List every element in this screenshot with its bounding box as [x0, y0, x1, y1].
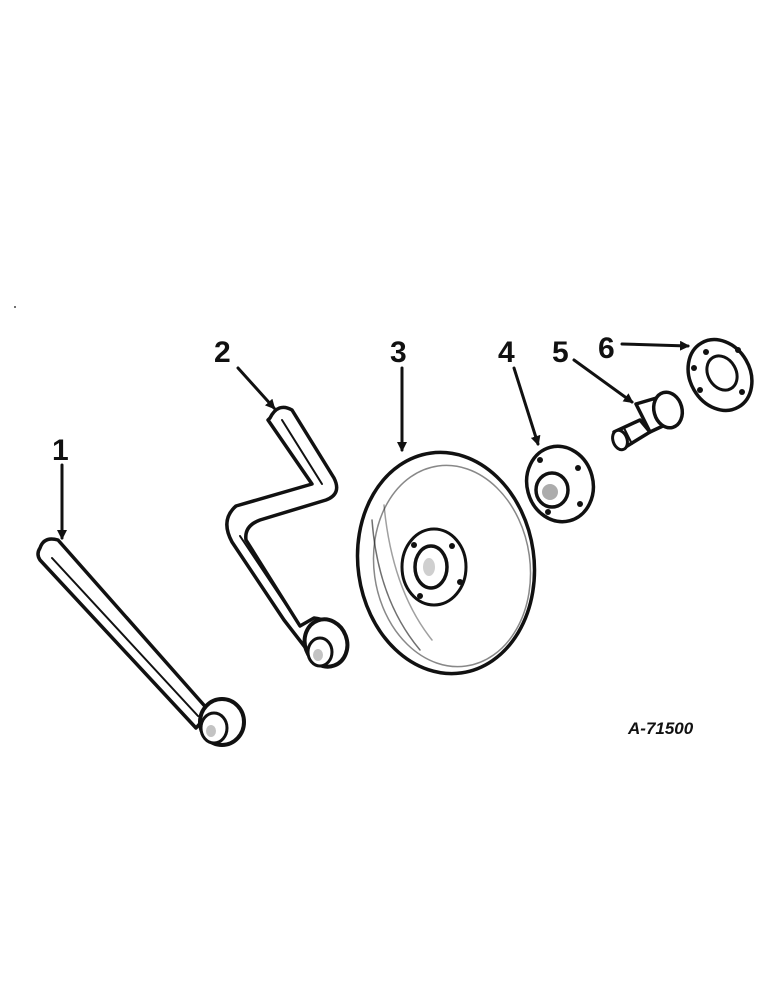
part-6-washer-plate	[686, 337, 754, 413]
callout-label-1: 1	[52, 434, 69, 467]
callout-label-5: 5	[552, 336, 569, 369]
callout-label-2: 2	[214, 336, 231, 369]
part-3-disc-blade	[355, 450, 537, 676]
callout-label-4: 4	[498, 336, 515, 369]
figure-id: A-71500	[627, 719, 694, 738]
speck-mark	[14, 306, 16, 308]
callout-arrow-6	[620, 340, 690, 351]
part-2-cranked-arm	[225, 405, 350, 669]
callout-label-3: 3	[390, 336, 407, 369]
part-4-flange	[524, 444, 596, 524]
part-5-spindle	[611, 390, 685, 452]
callout-arrow-5	[572, 358, 634, 404]
callout-label-6: 6	[598, 332, 615, 365]
part-1-straight-arm	[36, 537, 246, 747]
callout-arrow-4	[512, 366, 541, 446]
callout-arrow-2	[236, 366, 276, 410]
